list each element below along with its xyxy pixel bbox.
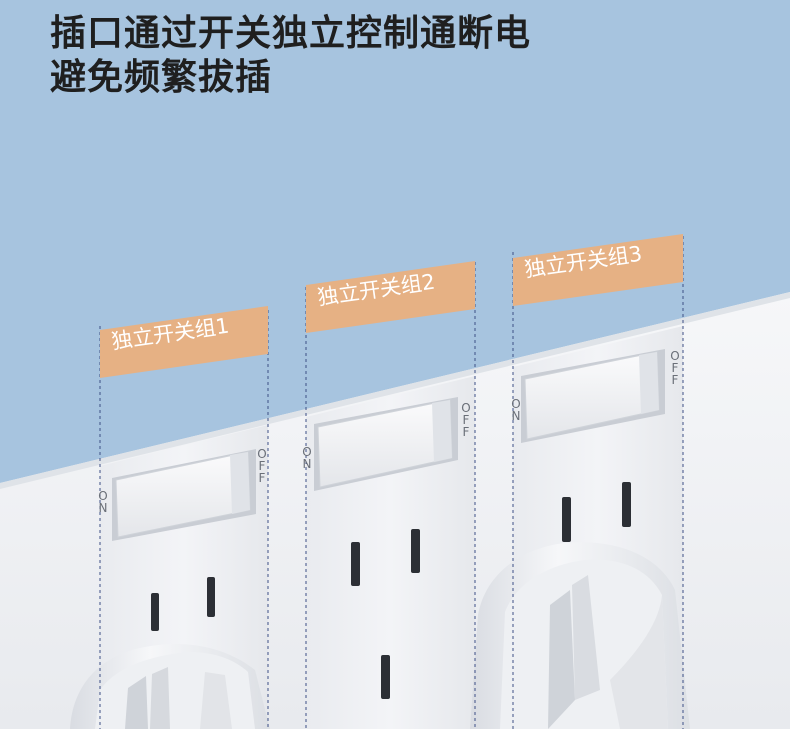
- off-marking-1: OFF: [257, 447, 267, 485]
- socket-slots-3: [562, 482, 631, 542]
- on-marking-1: ON: [98, 489, 108, 515]
- plug-1: [70, 643, 270, 729]
- label-badge-3: [513, 234, 683, 306]
- headline-line-2: 避免频繁拔插: [50, 57, 273, 98]
- guide-lines: [99, 236, 684, 729]
- plug-3: [470, 542, 690, 729]
- rocker-switch-3: [521, 349, 665, 443]
- headline-line-1: 插口通过开关独立控制通断电: [50, 13, 532, 54]
- label-badge-2: [306, 261, 475, 333]
- on-marking-3: ON: [511, 397, 521, 423]
- rocker-switch-1: [112, 449, 256, 541]
- socket-slots-1: [151, 577, 215, 631]
- headline: 插口通过开关独立控制通断电 避免频繁拔插: [50, 12, 531, 100]
- on-marking-2: ON: [302, 445, 312, 471]
- strip-top-edge: [0, 292, 790, 489]
- rocker-switch-2: [314, 397, 458, 491]
- label-badge-1: [100, 306, 268, 378]
- off-marking-3: OFF: [670, 349, 680, 387]
- off-marking-2: OFF: [461, 401, 471, 439]
- socket-slots-2: [351, 529, 420, 699]
